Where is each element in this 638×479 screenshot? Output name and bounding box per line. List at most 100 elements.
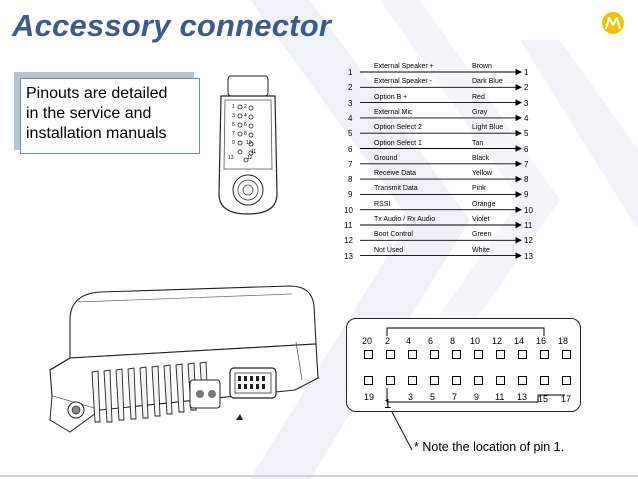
plug-pin-number: 7: [232, 131, 235, 137]
pin-signal-label: Receive Data: [374, 170, 417, 178]
accessory-plug-illustration: [218, 75, 278, 215]
pin-signal-label: RSSI: [374, 200, 391, 208]
radio-chassis-illustration: [49, 285, 319, 433]
pin-left-number: 13: [344, 251, 353, 261]
connector-pin-number: 9: [474, 392, 480, 402]
connector-pin-number: 5: [430, 392, 436, 402]
connector-pin-number: 2: [385, 336, 391, 346]
pin-right-number: 10: [524, 205, 533, 215]
pin-wire-color: Black: [472, 154, 490, 162]
pinout-table: 1 External Speaker + Brown 1 2 External …: [340, 60, 540, 270]
pin-left-number: 10: [344, 205, 353, 215]
plug-pin-number: 1: [232, 104, 235, 110]
connector-pin: [562, 376, 571, 385]
pin-right-number: 9: [524, 190, 529, 200]
pin-wire-color: Tan: [472, 139, 484, 147]
pin-wire-color: Red: [472, 93, 485, 101]
pin-right-number: 11: [524, 221, 533, 230]
pin-right-number: 1: [524, 68, 529, 77]
pinout-row: 3 Option B + Red 3: [340, 91, 540, 108]
pinout-row: 6 Option Select 1 Tan 6: [340, 137, 540, 154]
connector-pin-number: 20: [362, 336, 373, 346]
slide-title: Accessory connector: [12, 8, 332, 43]
connector-pin-number: 12: [492, 336, 503, 346]
pin-wire-color: White: [472, 246, 490, 254]
connector-pin-number: 15: [538, 394, 549, 404]
connector-pin-number: 8: [450, 336, 456, 346]
connector-pin: [386, 350, 395, 359]
plug-pin-number: 10: [246, 140, 252, 146]
pin-right-number: 2: [524, 83, 529, 93]
plug-pin-number: 3: [232, 113, 235, 119]
connector-pin-number: 14: [514, 336, 525, 346]
pinout-row: 1 External Speaker + Brown 1: [340, 60, 540, 77]
connector-pin-number: 4: [406, 336, 412, 346]
pin-left-number: 7: [348, 159, 353, 169]
pin-left-number: 4: [348, 113, 353, 123]
pin-left-number: 5: [348, 129, 353, 139]
pin-1-note: * Note the location of pin 1.: [414, 440, 565, 454]
connector-pin: [408, 350, 417, 359]
pin-right-number: 13: [524, 251, 533, 261]
connector-pin-number: 11: [495, 392, 505, 402]
pin-1-marker: 1: [384, 396, 392, 411]
connector-bracket-lines: [386, 327, 565, 403]
connector-pin: [364, 376, 373, 385]
plug-pin-number: 5: [232, 122, 235, 128]
pin-signal-label: Ground: [374, 154, 398, 162]
pinout-row: 11 Tx Audio / Rx Audio Violet 11: [340, 213, 540, 230]
connector-pin-number: 3: [408, 392, 414, 402]
pin-right-number: 4: [524, 113, 529, 123]
pin-wire-color: Pink: [472, 185, 486, 193]
connector-pin: [496, 376, 505, 385]
pin-signal-label: Not Used: [374, 246, 404, 254]
pin-right-number: 5: [524, 129, 529, 139]
connector-pin: [474, 350, 483, 359]
connector-pin: [452, 350, 461, 359]
pinout-row: 9 Transmit Data Pink 9: [340, 182, 540, 200]
pinout-wiring-lines: [360, 68, 523, 259]
pin-left-number: 1: [348, 68, 353, 77]
plug-pin-number: 4: [244, 113, 247, 119]
connector-pin-number: 17: [561, 394, 572, 404]
plug-pin-number: 13: [228, 155, 234, 161]
connector-pinout-diagram: [346, 318, 581, 412]
pin-signal-label: Boot Control: [374, 231, 413, 239]
pin-left-number: 12: [344, 236, 353, 246]
callout-line: Pinouts are detailed: [26, 85, 168, 102]
connector-pin: [562, 350, 571, 359]
connector-pin-number: 10: [470, 336, 481, 346]
connector-pin-number: 13: [517, 392, 528, 402]
pin-signal-label: Option Select 1: [374, 139, 422, 147]
pinout-row: 12 Boot Control Green 12: [340, 228, 540, 246]
connector-pin: [496, 350, 505, 359]
pin-wire-color: Green: [472, 231, 492, 239]
pinout-row: 4 External Mic Gray 4: [340, 106, 540, 123]
pinout-row: 7 Ground Black 7: [340, 152, 540, 169]
plug-pin-number: 2: [244, 104, 247, 110]
plug-pin-number: 12: [247, 155, 253, 161]
pinout-row: 10 RSSI Orange 10: [340, 198, 540, 215]
pin-signal-label: External Speaker -: [374, 78, 432, 86]
pin-wire-color: Light Blue: [472, 124, 504, 132]
pin-wire-color: Brown: [472, 63, 492, 70]
pin-wire-color: Gray: [472, 108, 488, 116]
pinout-row: 13 Not Used White 13: [340, 244, 540, 261]
pin-right-number: 12: [524, 236, 533, 246]
connector-pin: [452, 376, 461, 385]
connector-pin: [430, 376, 439, 385]
pin-signal-label: Option Select 2: [374, 124, 422, 132]
pinout-row: 2 External Speaker - Dark Blue 2: [340, 75, 540, 93]
pin-left-number: 9: [348, 190, 353, 200]
connector-pin: [540, 350, 549, 359]
connector-pin: [518, 350, 527, 359]
plug-pin-number: 9: [232, 140, 235, 146]
callout-line: installation manuals: [26, 125, 167, 142]
connector-pin: [408, 376, 417, 385]
pin-right-number: 8: [524, 175, 529, 185]
connector-pin: [430, 350, 439, 359]
pin-signal-label: External Speaker +: [374, 63, 434, 70]
pin-signal-label: Option B +: [374, 93, 408, 101]
pin-signal-label: External Mic: [374, 108, 413, 116]
connector-pin-number: 6: [428, 336, 434, 346]
